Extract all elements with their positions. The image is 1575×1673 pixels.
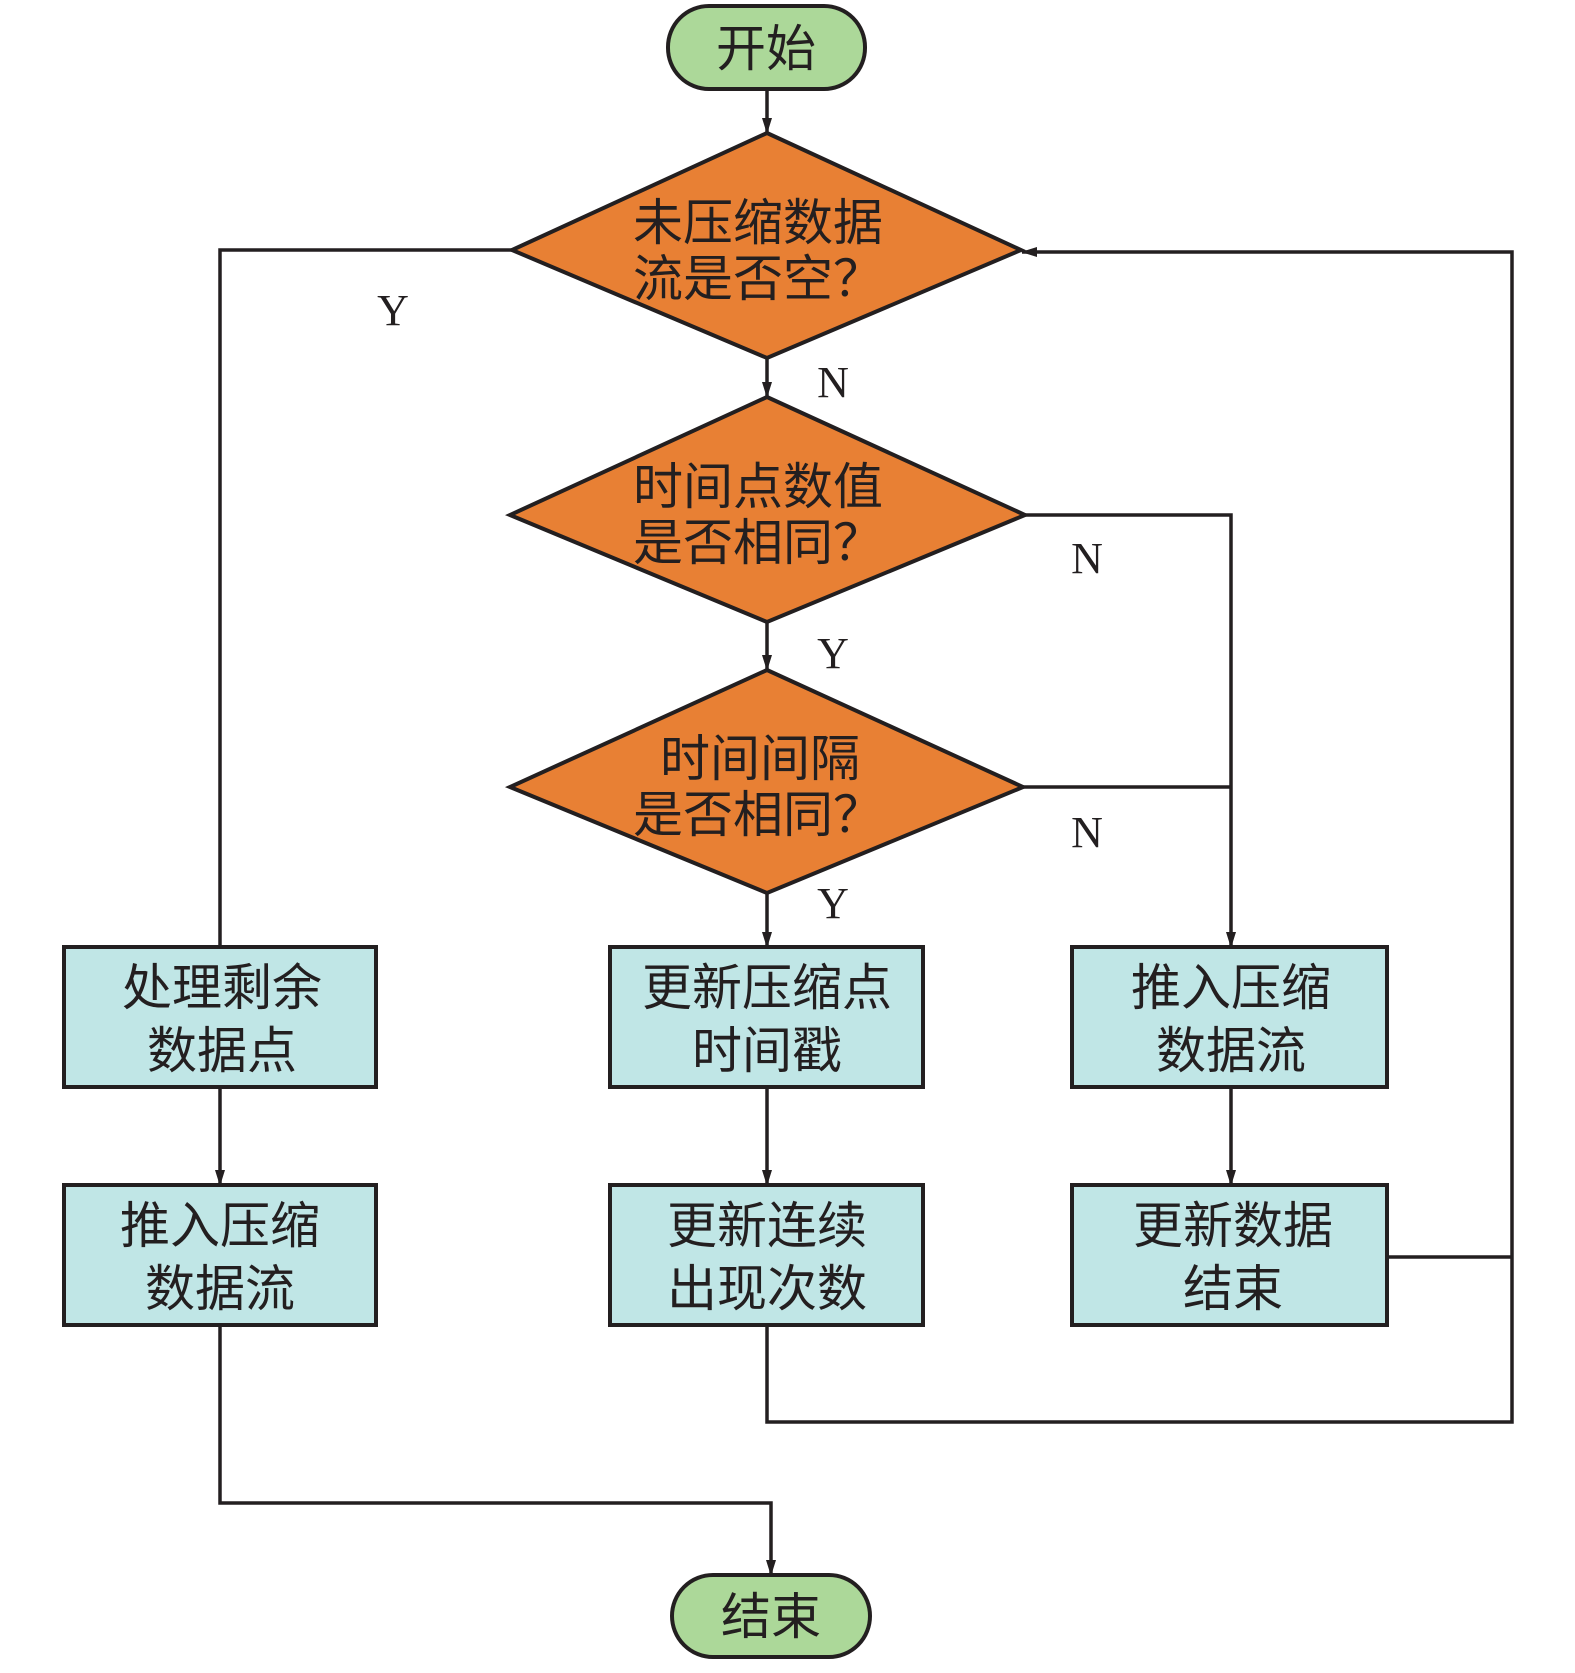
- process-label-line1: 推入压缩: [1131, 959, 1331, 1017]
- decision-value-same: 时间点数值 是否相同？: [505, 394, 1031, 625]
- process-label-line1: 更新压缩点: [642, 959, 892, 1017]
- end-node: 结束: [670, 1573, 872, 1659]
- process-push-compressed-right: 推入压缩 数据流: [1070, 945, 1389, 1089]
- process-update-data-end: 更新数据 结束: [1070, 1183, 1389, 1327]
- end-shape: [670, 1573, 872, 1659]
- decision-uncompressed-empty: 未压缩数据 流是否空？: [507, 130, 1026, 361]
- process-label-line1: 更新数据: [1133, 1197, 1333, 1255]
- decision-label-line1: 时间点数值: [633, 458, 883, 516]
- process-shape: [1070, 1183, 1389, 1327]
- decision-label-line1: 未压缩数据: [633, 194, 883, 252]
- start-node: 开始: [666, 4, 867, 91]
- label-empty-yes: Y: [377, 286, 409, 335]
- process-label-line1: 处理剩余: [122, 959, 322, 1017]
- process-label-line2: 数据流: [1156, 1022, 1306, 1080]
- label-value-yes: Y: [817, 629, 849, 678]
- decision-label-line2: 是否相同？: [633, 786, 883, 844]
- process-label-line2: 数据流: [145, 1260, 295, 1318]
- edge-labels: Y N N Y N Y: [377, 286, 1103, 928]
- process-shape: [608, 1183, 925, 1327]
- process-shape: [62, 1183, 378, 1327]
- process-shape: [1070, 945, 1389, 1089]
- edge-empty-yes: [218, 248, 512, 947]
- process-shape: [608, 945, 925, 1089]
- start-label: 开始: [716, 20, 816, 78]
- edge-count-to-loop: [765, 247, 1514, 1424]
- end-label: 结束: [721, 1588, 821, 1646]
- decision-shape: [505, 394, 1031, 625]
- decision-label-line2: 流是否空？: [633, 250, 883, 308]
- process-update-count: 更新连续 出现次数: [608, 1183, 925, 1327]
- decision-label-line1: 时间间隔: [660, 730, 860, 788]
- start-shape: [666, 4, 867, 91]
- connectors: [215, 89, 1514, 1576]
- process-label-line2: 结束: [1183, 1260, 1283, 1318]
- decision-shape: [507, 130, 1026, 361]
- edge-push-to-end: [218, 1325, 776, 1576]
- label-interval-yes: Y: [817, 879, 849, 928]
- process-label-line2: 数据点: [147, 1022, 297, 1080]
- process-label-line2: 出现次数: [667, 1260, 867, 1318]
- process-label-line1: 推入压缩: [120, 1197, 320, 1255]
- process-push-compressed-left: 推入压缩 数据流: [62, 1183, 378, 1327]
- label-interval-no: N: [1071, 808, 1103, 857]
- decision-label-line2: 是否相同？: [633, 514, 883, 572]
- process-label-line1: 更新连续: [667, 1197, 867, 1255]
- process-shape: [62, 945, 378, 1089]
- decision-shape: [504, 667, 1029, 896]
- label-empty-no: N: [817, 358, 849, 407]
- decision-interval-same: 时间间隔 是否相同？: [504, 667, 1029, 896]
- label-value-no: N: [1071, 534, 1103, 583]
- edge-value-no: [1025, 513, 1236, 948]
- process-update-timestamp: 更新压缩点 时间戳: [608, 945, 925, 1089]
- process-remaining-points: 处理剩余 数据点: [62, 945, 378, 1089]
- process-label-line2: 时间戳: [692, 1022, 842, 1080]
